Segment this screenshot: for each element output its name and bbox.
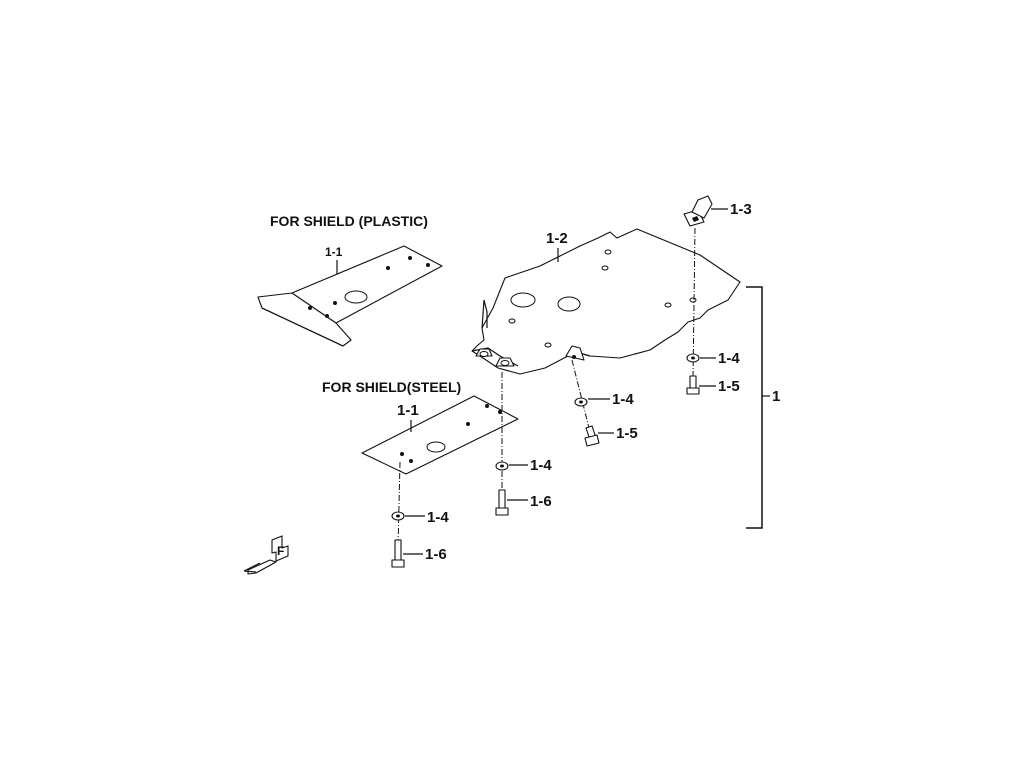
- callout-steel-shield: 1-1: [397, 402, 419, 419]
- washer-right: [686, 353, 700, 363]
- centerline-center: [571, 359, 591, 433]
- heading-plastic: FOR SHIELD (PLASTIC): [270, 213, 428, 229]
- bolt-steel-right: [495, 489, 509, 516]
- callout-washer-right: 1-4: [718, 350, 740, 367]
- callout-main-shield: 1-2: [546, 230, 568, 247]
- callout-bolt-right: 1-5: [718, 378, 740, 395]
- bolt-center: [584, 425, 600, 447]
- bolt-right: [686, 375, 700, 395]
- centerline-steel-left: [397, 461, 401, 549]
- assembly-bracket: [746, 286, 763, 529]
- steel-shield: [361, 395, 519, 475]
- callout-plastic-shield: 1-1: [325, 245, 343, 259]
- heading-steel: FOR SHIELD(STEEL): [322, 379, 461, 395]
- callout-bolt-center: 1-5: [616, 425, 638, 442]
- callout-washer-center: 1-4: [612, 391, 634, 408]
- callout-assembly: 1: [772, 388, 780, 405]
- front-direction-icon: F: [243, 535, 289, 575]
- callout-clip: 1-3: [730, 201, 752, 218]
- bolt-steel-left: [391, 539, 405, 568]
- callout-washer-steel-left: 1-4: [427, 509, 449, 526]
- washer-center: [574, 397, 588, 407]
- washer-steel-left: [391, 511, 405, 521]
- clip-nut: [683, 195, 713, 227]
- callout-washer-steel-right: 1-4: [530, 457, 552, 474]
- callout-bolt-steel-left: 1-6: [425, 546, 447, 563]
- plastic-shield: [257, 245, 443, 347]
- callout-bolt-steel-right: 1-6: [530, 493, 552, 510]
- main-skid-plate: [471, 228, 741, 375]
- orientation-letter: F: [277, 544, 284, 558]
- washer-steel-right: [495, 461, 509, 471]
